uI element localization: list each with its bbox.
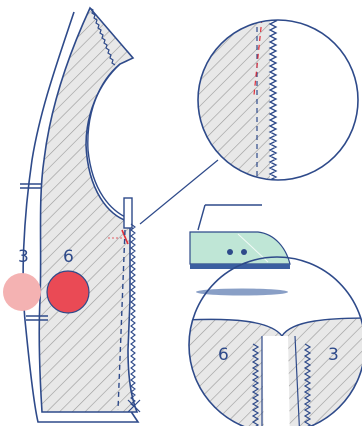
red-marker: [121, 229, 129, 245]
side-piece-label: 3: [18, 247, 29, 267]
bottom-cross-mark: [127, 399, 141, 413]
zoom-connector-line: [139, 159, 219, 225]
notch-marks: [20, 183, 48, 321]
zigzag-right: [303, 343, 312, 426]
seam-left-label: 6: [218, 345, 229, 365]
pressed-seam-zoom: 6 3: [188, 256, 362, 426]
front-piece-label: 6: [63, 247, 74, 267]
seam-tab: [123, 197, 133, 229]
zigzag-left: [251, 343, 260, 426]
zigzag-top-seam: [89, 7, 116, 66]
zoom-circle-icon: [197, 19, 359, 181]
side-piece-dot: [3, 273, 41, 311]
front-piece: [38, 6, 139, 413]
zigzag-side-seam: [130, 223, 136, 408]
front-piece-dot: [46, 270, 90, 314]
dashed-seam: [117, 229, 126, 411]
side-piece-outline: [22, 11, 140, 423]
armhole-line: [87, 63, 133, 221]
seam-right-label: 3: [328, 345, 339, 365]
garment-pattern: [20, 6, 141, 423]
steam-shadow: [196, 288, 288, 296]
iron-icon: [189, 204, 291, 296]
